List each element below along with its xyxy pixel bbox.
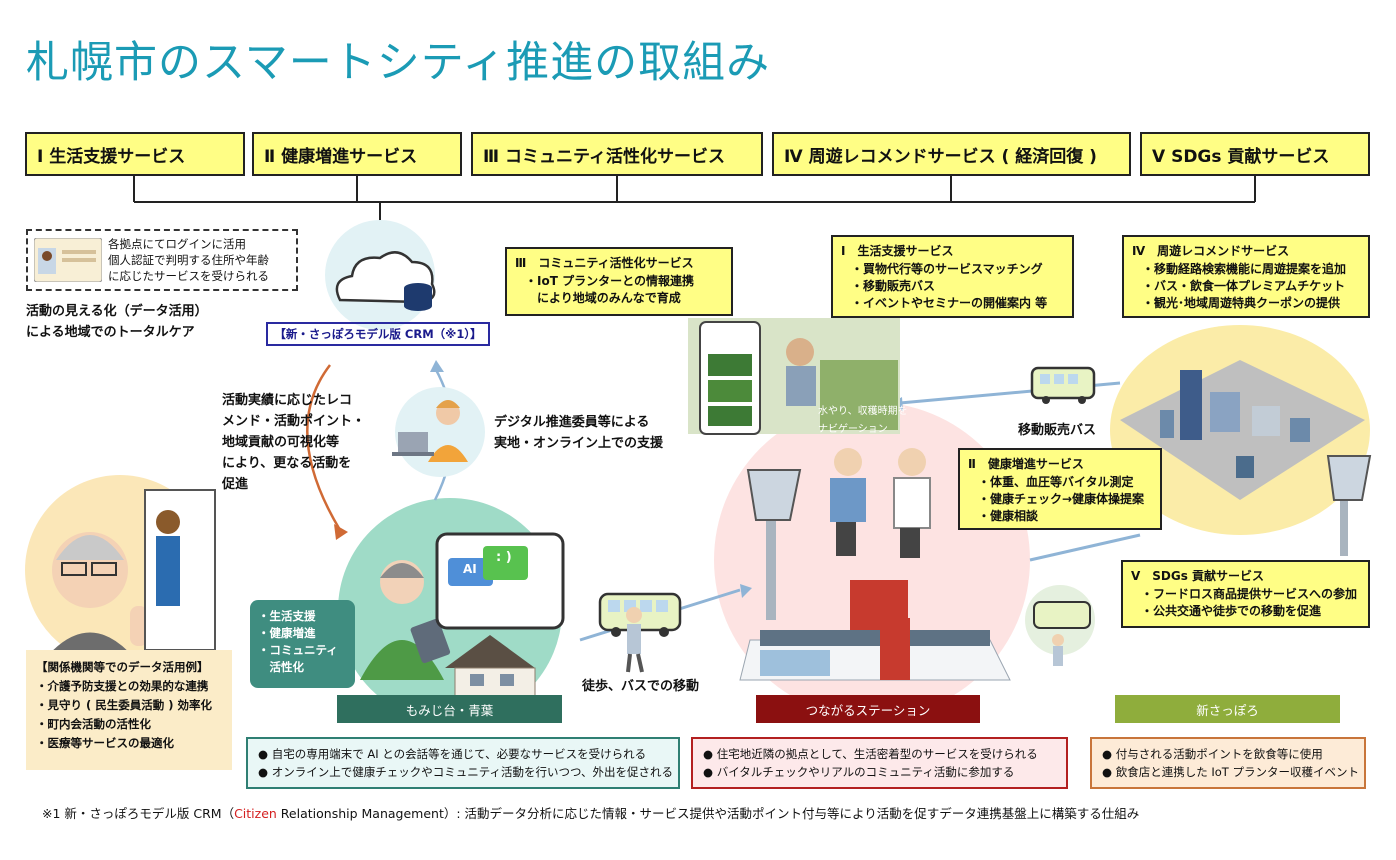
shinsapporo-notes: ● 付与される活動ポイントを飲食等に使用 ● 飲食店と連携した IoT プランタ… bbox=[1090, 737, 1366, 789]
health-service-box: Ⅱ 健康増進サービス ・体重、血圧等バイタル測定 ・健康チェック→健康体操提案 … bbox=[958, 448, 1162, 530]
arrow-head-icon bbox=[740, 584, 752, 598]
service-tag: ・生活支援 ・健康増進 ・コミュニティ 活性化 bbox=[250, 600, 355, 688]
consultation-icon bbox=[830, 448, 931, 558]
recommend-arrow bbox=[306, 364, 342, 531]
recommend-text: 活動実績に応じたレコ メンド・活動ポイント・ 地域貢献の可視化等 により、更なる… bbox=[222, 393, 366, 492]
crm-label: 【新・さっぽろモデル版 CRM（※1）】 bbox=[266, 322, 490, 346]
area-label-shinsapporo: 新さっぽろ bbox=[1115, 695, 1340, 723]
community-service-box: Ⅲ コミュニティ活性化サービス ・IoT プランターとの情報連携 により地域のみ… bbox=[505, 247, 733, 316]
mobile-bus-label: 移動販売バス bbox=[1018, 423, 1097, 438]
support-person-icon bbox=[392, 400, 468, 462]
planter-photo bbox=[688, 318, 900, 435]
mobile-sales-bus-icon bbox=[1030, 366, 1096, 404]
bus-icon-right bbox=[1033, 601, 1091, 666]
kiosk-icon bbox=[746, 469, 802, 620]
footnote: ※1 新・さっぽろモデル版 CRM（Citizen Relationship M… bbox=[42, 806, 1140, 821]
login-note-text: 各拠点にてログインに活用 個人認証で判明する住所や年齢 に応じたサービスを受けら… bbox=[108, 237, 269, 283]
login-note-box bbox=[26, 229, 298, 291]
smile-bubble-label: : ) bbox=[496, 550, 512, 565]
walk-label: 徒歩、バスでの移動 bbox=[582, 679, 700, 694]
digital-support-text: デジタル推進委員等による 実地・オンライン上での支援 bbox=[494, 415, 664, 451]
house-icon bbox=[445, 635, 536, 697]
service-connector-lines bbox=[133, 176, 1256, 226]
cloud-icon bbox=[335, 251, 436, 311]
service-box-health: Ⅱ 健康増進サービス bbox=[252, 132, 462, 176]
service-box-tour: Ⅳ 周遊レコメンドサービス ( 経済回復 ) bbox=[772, 132, 1131, 176]
service-box-life: Ⅰ 生活支援サービス bbox=[25, 132, 245, 176]
id-card-icon bbox=[34, 238, 102, 282]
life-service-box: Ⅰ 生活支援サービス ・買物代行等のサービスマッチング ・移動販売バス ・イベン… bbox=[831, 235, 1074, 318]
area-label-station: つながるステーション bbox=[756, 695, 980, 723]
service-box-sdgs: Ⅴ SDGs 貢献サービス bbox=[1140, 132, 1370, 176]
kiosk-icon-right bbox=[1326, 455, 1372, 556]
momiji-notes: ● 自宅の専用端末で AI との会話等を通じて、必要なサービスを受けられる ● … bbox=[246, 737, 680, 789]
visualization-text: 活動の見える化（データ活用） による地域でのトータルケア bbox=[26, 304, 208, 340]
arrow-head-icon bbox=[430, 360, 444, 372]
station-building-icon bbox=[739, 580, 1011, 681]
visitor-door-icon bbox=[144, 489, 216, 651]
area-label-momiji: もみじ台・青葉 bbox=[337, 695, 562, 723]
service-box-community: Ⅲ コミュニティ活性化サービス bbox=[471, 132, 763, 176]
data-usage-box: 【関係機関等でのデータ活用例】 ・介護予防支援との効果的な連携 ・見守り ( 民… bbox=[26, 650, 232, 770]
city-model-icon bbox=[1120, 360, 1365, 500]
page-title: 札幌市のスマートシティ推進の取組み bbox=[26, 38, 771, 88]
tour-service-box: Ⅳ 周遊レコメンドサービス ・移動経路検索機能に周遊提案を追加 ・バス・飲食一体… bbox=[1122, 235, 1370, 318]
ai-bubble-label: AI bbox=[463, 562, 477, 576]
ai-chat-screen bbox=[435, 532, 565, 630]
station-to-shin-arrow bbox=[1029, 533, 1141, 562]
station-notes: ● 住宅地近隣の拠点として、生活密着型のサービスを受けられる ● バイタルチェッ… bbox=[691, 737, 1068, 789]
walker-icon bbox=[626, 607, 644, 673]
arrow-head-icon bbox=[334, 524, 348, 540]
planter-overlay-text: 水やり、収穫時期を ナビゲーション bbox=[818, 406, 908, 435]
sdgs-service-box: Ⅴ SDGs 貢献サービス ・フードロス商品提供サービスへの参加 ・公共交通や徒… bbox=[1121, 560, 1370, 628]
woman-tablet-icon bbox=[360, 560, 451, 680]
